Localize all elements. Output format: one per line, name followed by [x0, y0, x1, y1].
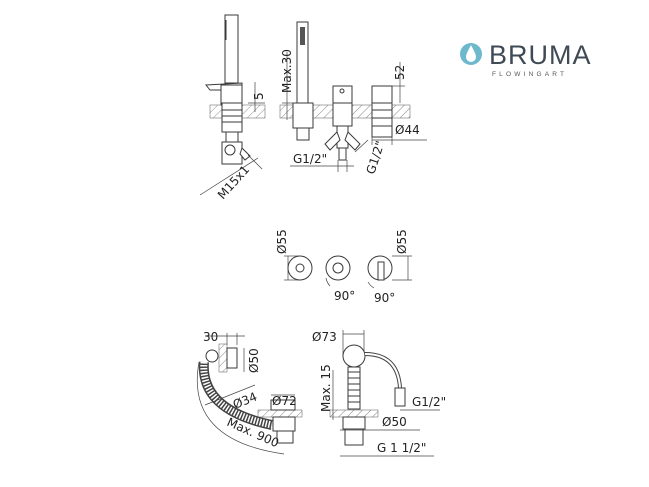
dim-filler-diameter: Ø73: [312, 330, 337, 344]
dim-thread-right: G1/2": [364, 139, 388, 176]
dim-diameter-right: Ø55: [395, 229, 409, 254]
dim-waste-diameter: Ø72: [272, 394, 297, 408]
mixer-front-view: Max.30 52 Ø44 G1/2" G1/2": [279, 21, 427, 176]
bath-filler-view: Ø73 Max. 15 G1/2" Ø50 G 1 1/2": [312, 330, 446, 457]
rotation-right: 90°: [374, 291, 395, 305]
dim-overflow-diameter: Ø50: [247, 348, 261, 373]
dim-height: 52: [393, 65, 407, 80]
bruma-logo: BRUMA FLOWINGART: [460, 40, 592, 78]
rotation-left: 90°: [334, 289, 355, 303]
waste-overflow-view: 30 Ø50 Ø34 Ø72 Max. 900: [197, 330, 303, 455]
brand-tagline: FLOWINGART: [492, 71, 567, 78]
dim-base-diameter: Ø50: [382, 415, 407, 429]
dim-deck-thickness: 5: [252, 92, 266, 100]
dim-max-deck-filler: Max. 15: [319, 364, 333, 412]
dim-diameter: Ø44: [395, 123, 420, 137]
brand-name: BRUMA: [489, 40, 592, 70]
dim-depth: 30: [203, 330, 218, 344]
dim-outlet-thread: G 1 1/2": [377, 441, 426, 455]
plan-view: Ø55 90° 90° Ø55: [275, 229, 412, 305]
dim-max-deck: Max.30: [280, 49, 294, 93]
dim-thread-left: G1/2": [293, 152, 327, 166]
handshower-side-view: 5 M15x1: [199, 14, 266, 202]
dim-inlet-thread: G1/2": [412, 395, 446, 409]
handshower-holder-outline: [287, 255, 313, 281]
dim-diameter-left: Ø55: [275, 229, 289, 254]
diverter-outline: [325, 255, 351, 281]
